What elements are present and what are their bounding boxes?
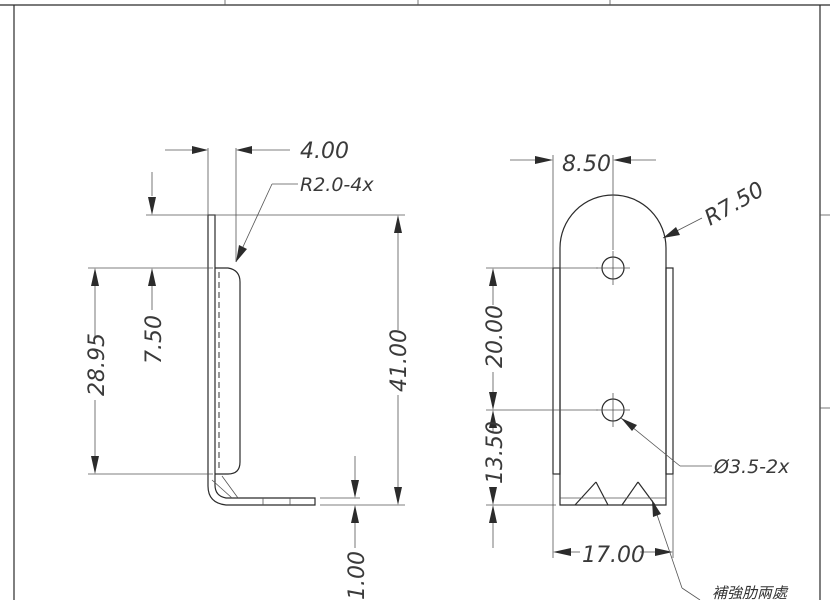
dim-rib-offset-label: 7.50: [142, 315, 167, 364]
dim-center-offset: 8.50: [510, 152, 656, 268]
dim-rib-offset: 7.50: [142, 172, 167, 364]
dim-rib-length-label: 28.95: [85, 333, 110, 396]
dim-width: 17.00: [552, 474, 674, 568]
dim-thickness: 4.00: [165, 139, 349, 262]
mounting-hole-upper: [596, 251, 630, 285]
dim-rib-length: 28.95: [85, 267, 213, 475]
mounting-hole-lower: [596, 393, 630, 427]
dim-bottom-offset-label: 13.50: [483, 421, 508, 484]
dim-top-radius: R7.50: [662, 177, 769, 239]
dim-total-height-label: 41.00: [387, 329, 412, 392]
dim-bend-radius-label: R2.0-4x: [300, 174, 374, 196]
dim-bottom-offset: 13.50: [483, 410, 556, 548]
side-view: 4.00 R2.0-4x 41.00 28.95: [85, 139, 412, 600]
dim-bend-radius: R2.0-4x: [235, 174, 374, 263]
dim-top-radius-label: R7.50: [701, 177, 769, 231]
dim-width-label: 17.00: [582, 543, 645, 568]
dim-bottom-thickness-label: 1.00: [345, 551, 370, 600]
dim-bottom-thickness: 1.00: [320, 456, 370, 600]
rib-note: 補強肋兩處: [651, 499, 789, 600]
dim-total-height: 41.00: [146, 214, 412, 506]
dim-hole-diameter-label: Ø3.5-2x: [713, 456, 790, 478]
dim-hole-diameter: Ø3.5-2x: [620, 417, 790, 478]
dim-hole-spacing-label: 20.00: [483, 305, 508, 368]
side-view-outline: [207, 214, 316, 506]
dim-hole-spacing: 20.00: [483, 267, 598, 411]
dim-thickness-label: 4.00: [300, 139, 349, 164]
rib-note-label: 補強肋兩處: [712, 584, 789, 600]
front-view: 8.50 R7.50 20.00 13.50: [483, 152, 790, 600]
dim-center-offset-label: 8.50: [562, 152, 611, 177]
